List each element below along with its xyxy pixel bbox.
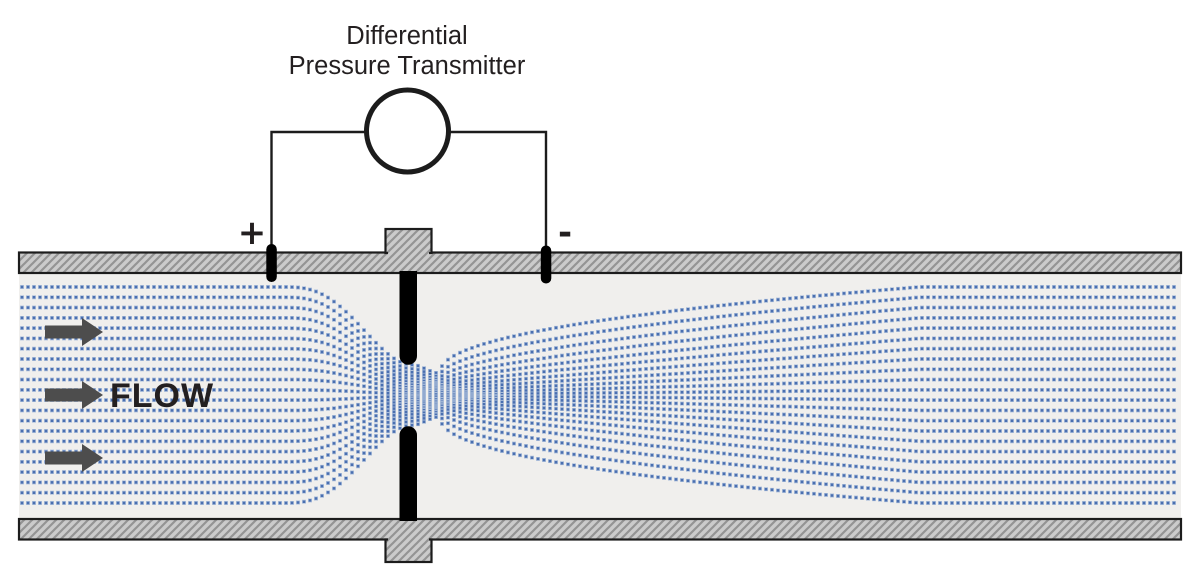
- high-side-sign: +: [238, 213, 267, 253]
- orifice-flange-top: [384, 227, 433, 255]
- flow-label: FLOW: [110, 377, 214, 415]
- impulse-line-low: [448, 130, 548, 248]
- low-side-sign: -: [558, 213, 572, 253]
- transmitter-circle: [364, 87, 451, 175]
- orifice-plate-upper: [399, 271, 417, 365]
- flow-arrow: [45, 318, 103, 346]
- title-line-1: Differential: [346, 22, 467, 50]
- streamline-dots: [20, 285, 1176, 505]
- flow-arrow: [45, 444, 103, 472]
- pipe-wall-top: [17, 251, 1183, 275]
- flow-arrows: [45, 318, 103, 472]
- title-line-2: Pressure Transmitter: [289, 52, 526, 80]
- flange-wall-joint-bottom: [388, 536, 429, 543]
- orifice-plate-lower: [399, 426, 417, 521]
- orifice-flange-bottom: [384, 538, 433, 564]
- flange-wall-joint-top: [388, 250, 429, 256]
- flow-streamlines: [20, 285, 1176, 505]
- flow-arrow: [45, 381, 103, 409]
- pipe-interior: [19, 273, 1181, 519]
- impulse-line-high: [270, 130, 367, 246]
- pressure-tap-high: [266, 244, 277, 282]
- pressure-tap-low: [540, 245, 552, 284]
- pipe-wall-bottom: [17, 517, 1183, 541]
